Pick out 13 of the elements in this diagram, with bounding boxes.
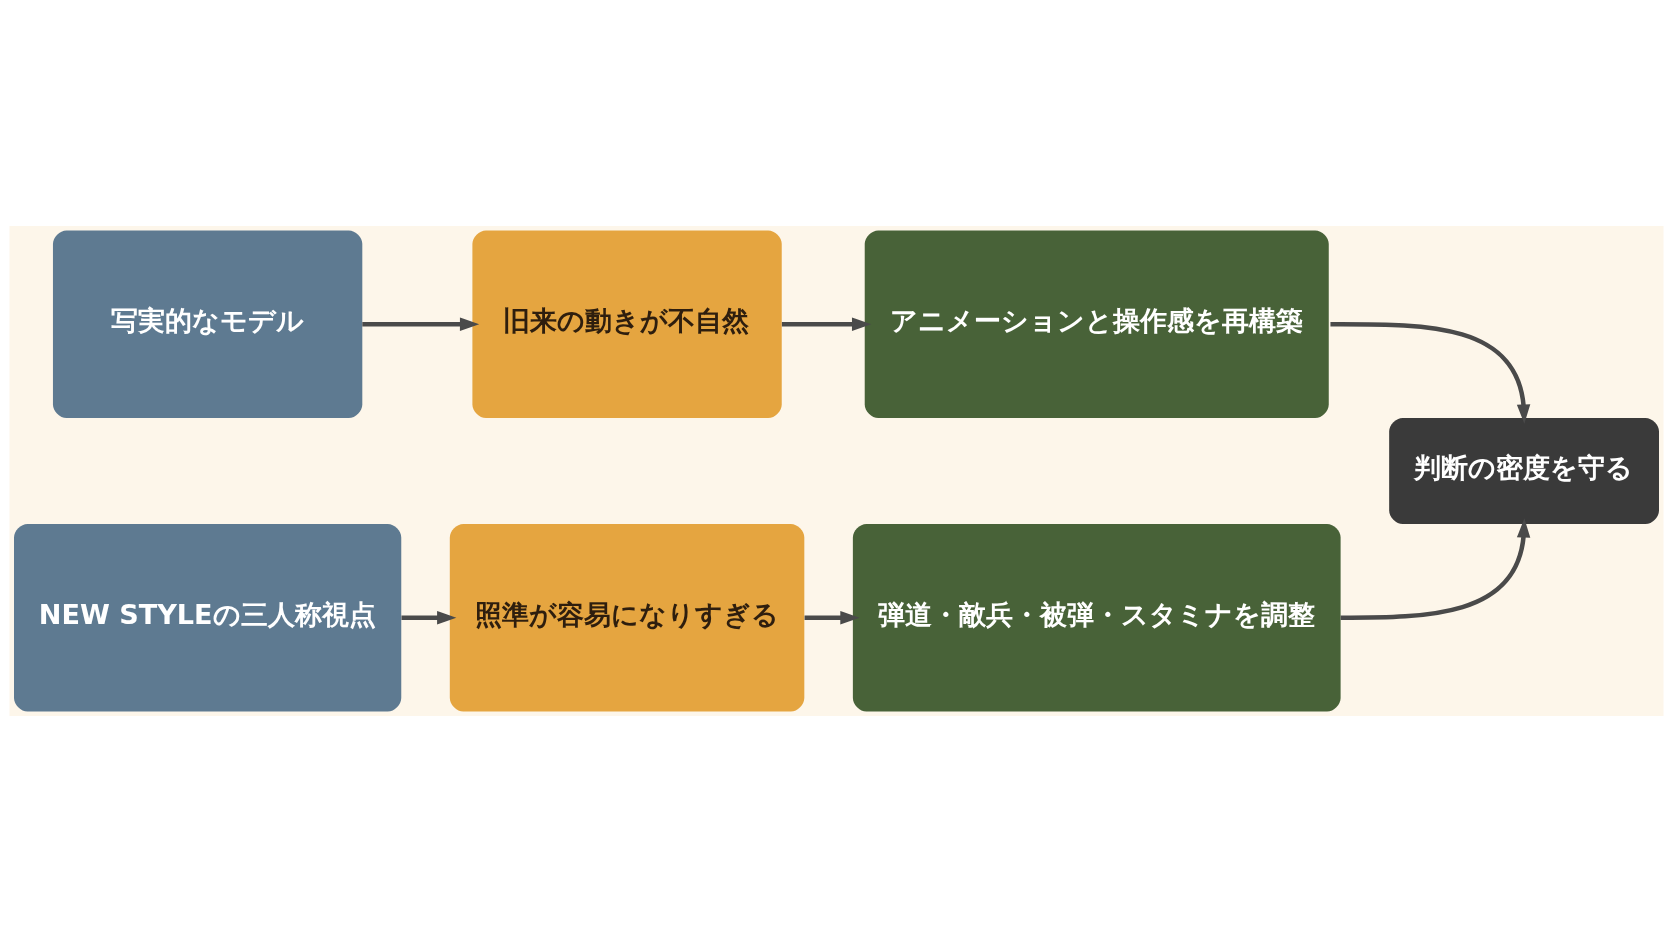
arrow xyxy=(1340,517,1530,620)
node-box: 写実的なモデル xyxy=(52,230,362,418)
arrow xyxy=(400,610,456,624)
node-box: 弾道・敵兵・被弾・スタミナを調整 xyxy=(852,523,1341,711)
arrow xyxy=(1329,321,1530,424)
node-box: 旧来の動きが不自然 xyxy=(471,230,782,418)
node-box: 照準が容易になりすぎる xyxy=(449,523,804,711)
node-box: 判断の密度を守る xyxy=(1388,417,1659,524)
arrow xyxy=(804,610,860,624)
arrow xyxy=(781,317,871,331)
node-box: NEW STYLEの三人称視点 xyxy=(13,523,401,711)
node-box: アニメーションと操作感を再構築 xyxy=(864,230,1329,418)
arrow xyxy=(361,317,479,331)
